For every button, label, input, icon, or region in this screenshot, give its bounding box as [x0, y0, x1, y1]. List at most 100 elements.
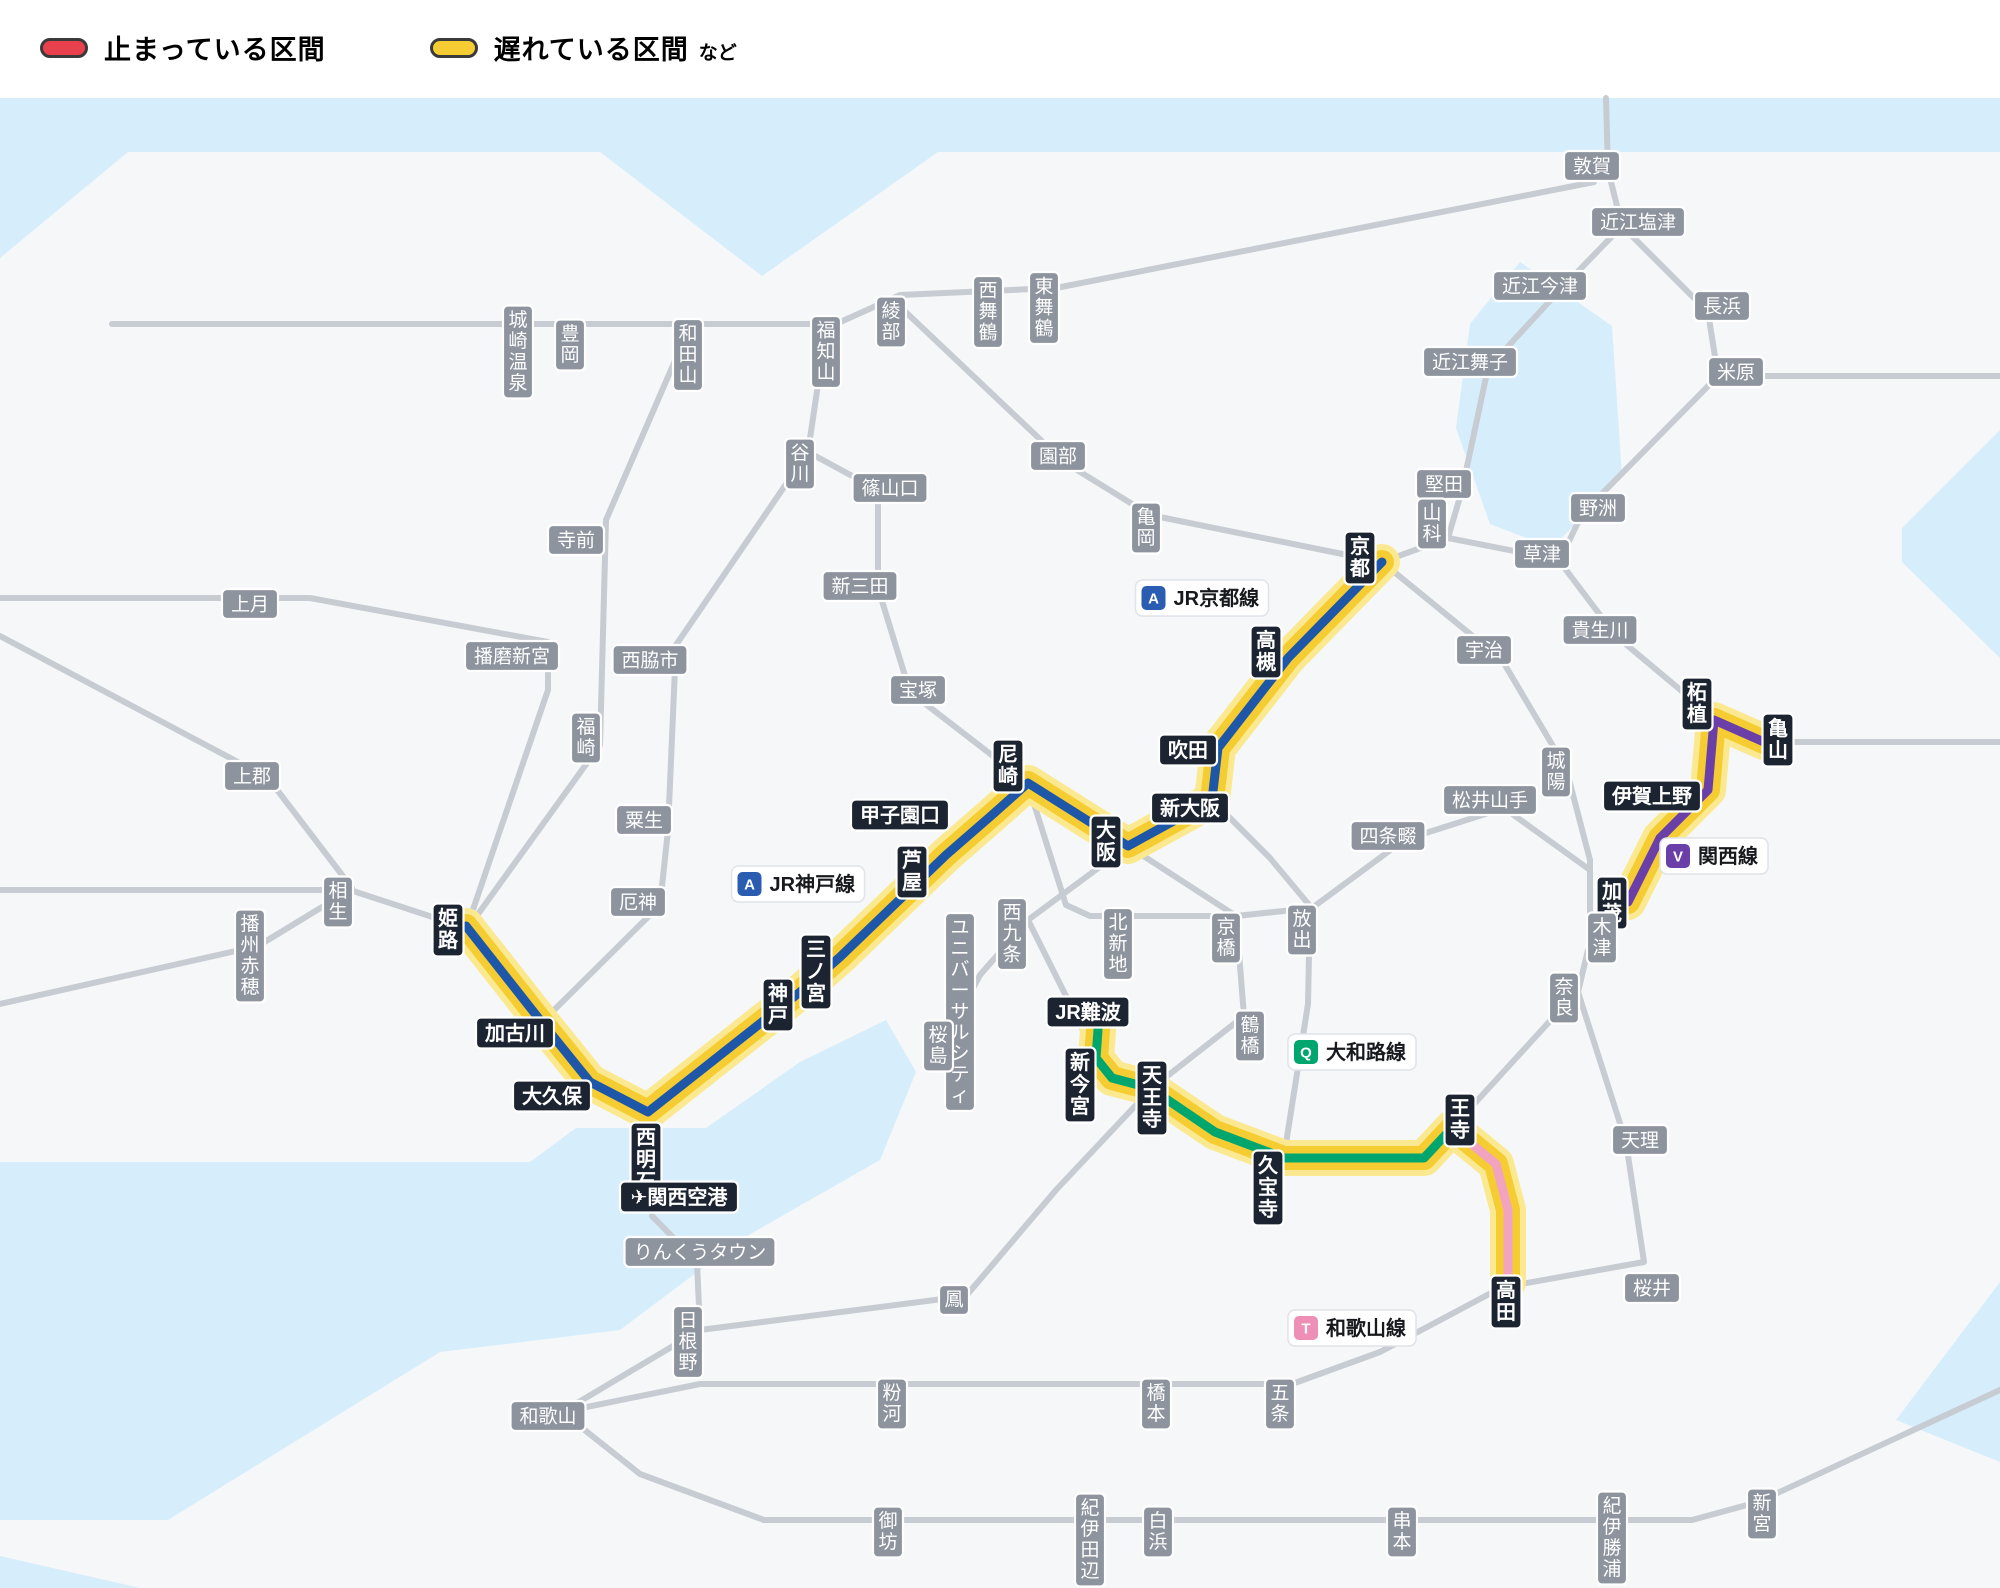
sea-of-japan-strip	[0, 98, 2000, 152]
station-label: 大久保	[511, 1079, 593, 1113]
yamatoji-line-delayed	[1091, 1025, 1457, 1163]
svg-text:浦: 浦	[1602, 1558, 1621, 1580]
station-label: 西舞鶴	[971, 274, 1005, 350]
svg-text:✈関西空港: ✈関西空港	[631, 1185, 729, 1209]
kisei-line	[559, 1387, 2000, 1523]
svg-text:和歌山線: 和歌山線	[1326, 1316, 1406, 1340]
svg-text:崎: 崎	[508, 330, 527, 352]
svg-text:谷: 谷	[790, 442, 809, 464]
svg-text:伊: 伊	[1602, 1516, 1621, 1538]
svg-text:舞: 舞	[1034, 297, 1053, 319]
station-label: 放出	[1285, 903, 1319, 957]
ise-bay	[1902, 430, 2000, 658]
svg-text:松井山手: 松井山手	[1452, 790, 1528, 812]
line-symbol-icon	[1141, 586, 1166, 610]
station-label: 松井山手	[1441, 783, 1539, 817]
station-label: 豊岡	[553, 318, 587, 372]
svg-text:宝塚: 宝塚	[899, 680, 937, 702]
svg-text:岡: 岡	[1136, 528, 1155, 549]
svg-text:ル: ル	[950, 1023, 969, 1044]
svg-text:豊: 豊	[560, 323, 579, 345]
svg-text:山: 山	[678, 365, 697, 387]
svg-text:宇治: 宇治	[1465, 640, 1503, 662]
svg-text:都: 都	[1349, 557, 1370, 580]
delayed-line-swatch	[429, 37, 478, 58]
fukuchiyama-line	[805, 327, 1031, 786]
svg-text:テ: テ	[950, 1065, 969, 1086]
svg-text:放: 放	[1292, 908, 1311, 930]
svg-text:敦賀: 敦賀	[1573, 156, 1611, 178]
svg-text:バ: バ	[950, 960, 969, 981]
svg-text:西: 西	[978, 281, 997, 302]
svg-text:新: 新	[1752, 1492, 1771, 1514]
svg-text:白: 白	[1148, 1510, 1167, 1532]
station-label: 新今宮	[1063, 1046, 1097, 1124]
svg-text:泉: 泉	[508, 372, 527, 394]
svg-text:鶴: 鶴	[1034, 318, 1053, 340]
station-label: 京橋	[1209, 911, 1243, 965]
station-label: 山科	[1415, 497, 1449, 551]
svg-text:岡: 岡	[560, 345, 579, 366]
svg-text:柘: 柘	[1687, 681, 1707, 704]
svg-text:桜井: 桜井	[1633, 1278, 1671, 1300]
svg-text:河: 河	[882, 1403, 901, 1425]
station-label: 草津	[1512, 537, 1572, 571]
svg-text:山: 山	[1422, 502, 1441, 524]
station-label: 福崎	[569, 711, 603, 765]
station-label: 福知山	[809, 314, 843, 390]
station-label: 天王寺	[1135, 1059, 1169, 1137]
svg-text:北: 北	[1108, 912, 1127, 934]
svg-text:福: 福	[576, 716, 595, 738]
station-label: 厄神	[608, 885, 668, 919]
station-label: 長浜	[1692, 289, 1752, 323]
svg-text:条: 条	[1002, 944, 1021, 966]
svg-text:大久保: 大久保	[522, 1084, 583, 1108]
svg-text:京: 京	[1216, 916, 1235, 938]
west-coast-inlet	[0, 152, 128, 258]
station-label: 奈良	[1547, 971, 1581, 1025]
svg-text:王: 王	[1142, 1087, 1162, 1109]
station-label: 鳳	[937, 1283, 971, 1317]
station-label: 宝塚	[888, 673, 948, 707]
station-label: 和田山	[671, 317, 705, 393]
svg-text:植: 植	[1687, 702, 1707, 726]
svg-text:大: 大	[1096, 819, 1116, 842]
svg-text:寺: 寺	[1258, 1197, 1278, 1221]
lake-biwa	[1456, 262, 1622, 548]
svg-text:ニ: ニ	[950, 939, 969, 960]
svg-text:近江塩津: 近江塩津	[1600, 212, 1676, 234]
svg-text:播磨新宮: 播磨新宮	[474, 646, 550, 668]
svg-text:サ: サ	[950, 1002, 969, 1023]
svg-text:新: 新	[1108, 933, 1127, 955]
svg-text:日: 日	[678, 1311, 697, 1332]
svg-text:寺: 寺	[1450, 1118, 1470, 1142]
svg-text:寺前: 寺前	[557, 530, 595, 552]
station-label: 吹田	[1157, 733, 1219, 767]
svg-text:粟生: 粟生	[625, 810, 663, 832]
station-label: 橋本	[1139, 1377, 1173, 1431]
svg-text:根: 根	[678, 1331, 697, 1353]
svg-text:ー: ー	[950, 981, 969, 1002]
svg-text:西: 西	[636, 1127, 656, 1149]
svg-text:JR神戸線: JR神戸線	[770, 872, 856, 896]
svg-text:A: A	[1148, 591, 1159, 608]
svg-text:A: A	[744, 877, 755, 894]
station-label: 谷川	[783, 437, 817, 491]
svg-text:九: 九	[1002, 923, 1021, 945]
legend-delayed-label: 遅れている区間	[493, 35, 689, 65]
svg-text:王: 王	[1450, 1098, 1470, 1120]
svg-text:久: 久	[1258, 1153, 1279, 1177]
svg-text:長浜: 長浜	[1703, 296, 1741, 318]
station-label: 桜島	[921, 1019, 955, 1073]
line-badge-jr-kobe-line[interactable]: A JR神戸線	[730, 865, 866, 903]
svg-text:部: 部	[881, 321, 900, 343]
svg-text:加: 加	[1601, 880, 1622, 903]
legend: 止まっている区間 遅れている区間 など	[40, 28, 737, 67]
